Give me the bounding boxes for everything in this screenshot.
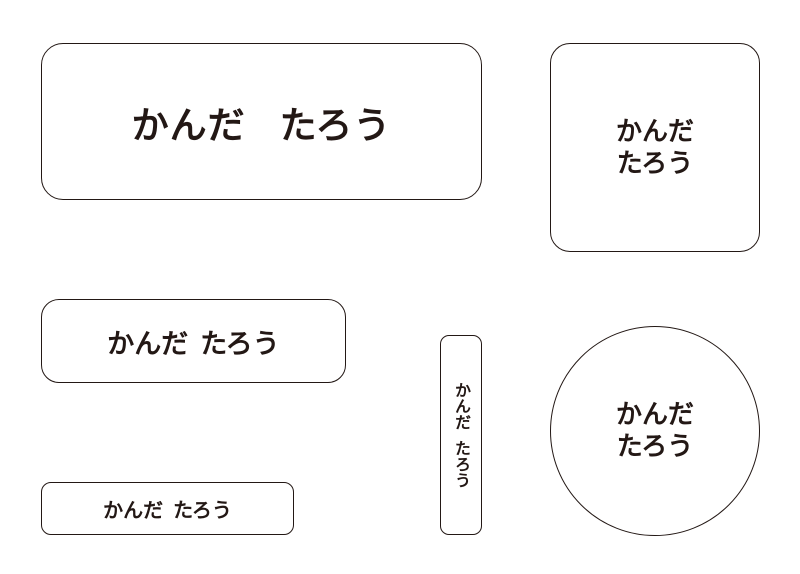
family-name: かんだ [131, 103, 246, 147]
family-name: かんだ [103, 498, 164, 522]
given-name: たろう [173, 498, 232, 522]
name-text: かんだたろう [107, 322, 279, 361]
name-label-circle: かんだ たろう [550, 326, 760, 536]
name-label-medium-rect: かんだたろう [41, 299, 346, 383]
name-text: かんだ たろう [616, 116, 694, 180]
name-text: かんだ たろう [616, 399, 694, 463]
given-name: たろう [279, 103, 392, 147]
name-text: かんだたろう [132, 95, 392, 149]
name-label-vertical: かんだたろう [440, 335, 482, 535]
name-text: かんだたろう [103, 494, 232, 523]
name-label-small-rect: かんだたろう [41, 482, 294, 535]
given-name: たろう [616, 148, 694, 179]
family-name: かんだ [615, 116, 694, 147]
name-label-square: かんだ たろう [550, 43, 760, 252]
given-name: たろう [452, 440, 471, 488]
given-name: たろう [200, 328, 280, 360]
family-name: かんだ [452, 382, 471, 430]
name-text: かんだたろう [449, 382, 473, 488]
family-name: かんだ [615, 400, 694, 430]
given-name: たろう [616, 432, 694, 462]
name-label-large-rect: かんだたろう [41, 43, 482, 200]
family-name: かんだ [107, 328, 189, 360]
